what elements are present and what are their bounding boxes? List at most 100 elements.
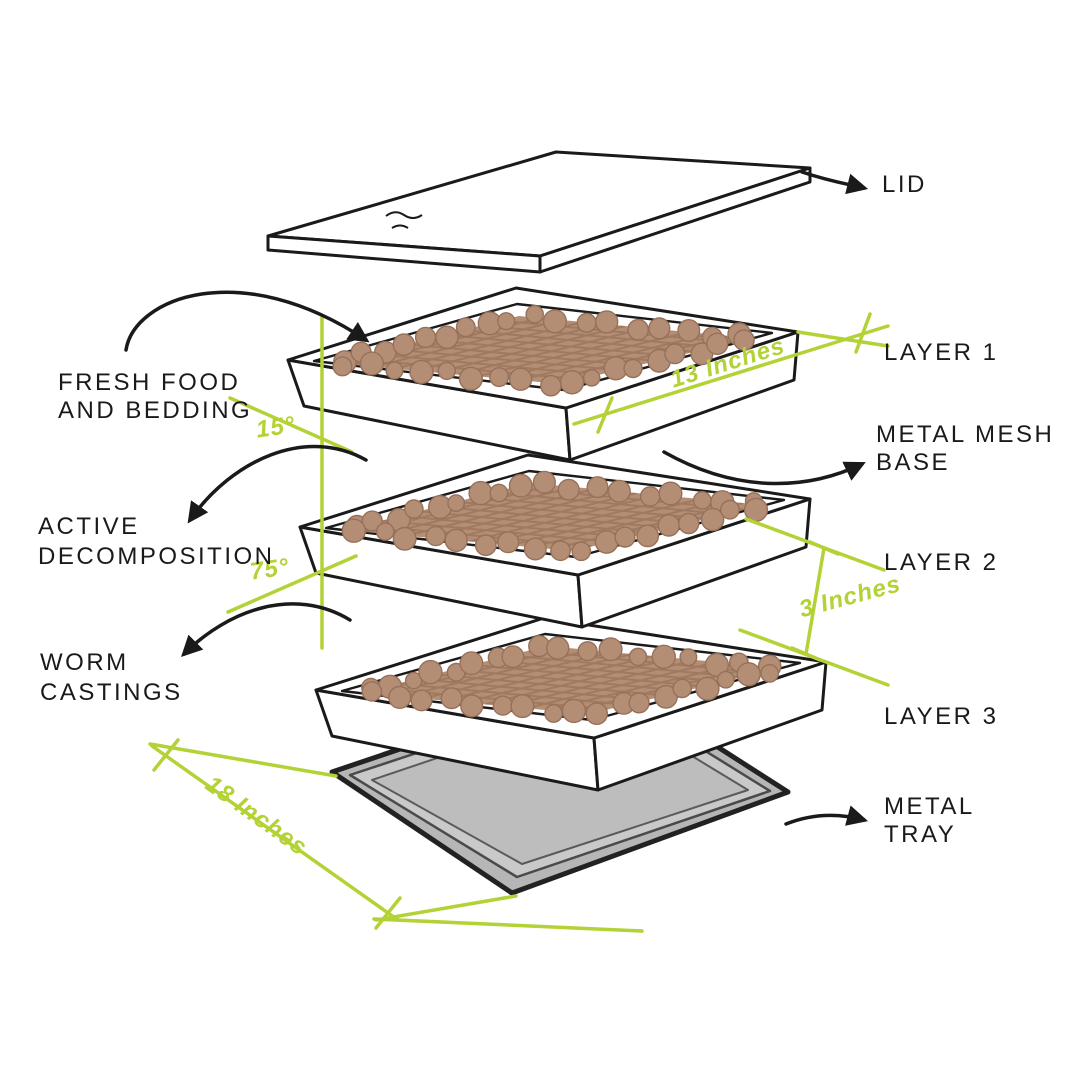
- soil-lump: [700, 507, 725, 532]
- soil-lump: [468, 480, 493, 506]
- soil-lump: [636, 524, 660, 548]
- soil-lump: [594, 530, 619, 554]
- worm-label-line1: WORM: [40, 649, 129, 676]
- worm-label-line2: CASTINGS: [40, 679, 183, 706]
- soil-lump: [658, 481, 683, 506]
- soil-lump: [435, 325, 459, 350]
- metal-tray-arrow: [784, 805, 869, 826]
- soil-lump: [672, 678, 693, 699]
- soil-lump: [719, 499, 740, 520]
- fresh-food-label-line2: AND BEDDING: [58, 397, 252, 424]
- dim-3-line: [804, 546, 826, 656]
- soil-lump: [404, 499, 424, 519]
- soil-lump: [540, 374, 562, 397]
- soil-lump: [375, 522, 395, 541]
- lid-scribble: [385, 211, 423, 219]
- soil-lump: [628, 692, 650, 714]
- dim-18-extension: [148, 742, 338, 778]
- soil-lump: [704, 652, 729, 677]
- soil-lump: [692, 491, 712, 510]
- soil-lump: [418, 659, 443, 685]
- layer3-tray: [314, 616, 828, 792]
- worm-castings-arrow: [181, 602, 352, 657]
- dim-18-extension: [374, 894, 518, 922]
- soil-lump: [664, 343, 686, 365]
- soil-lump: [733, 329, 755, 351]
- soil-lump: [571, 541, 592, 562]
- soil-lump: [679, 648, 698, 667]
- soil-lump: [497, 531, 520, 554]
- dimension-lines: [148, 312, 890, 933]
- soil-lump: [332, 356, 353, 377]
- dim-13-line: [572, 324, 890, 426]
- dim-13-tick: [596, 396, 614, 434]
- soil-lump: [474, 534, 497, 557]
- angle-15-line: [228, 396, 354, 454]
- soil-lump: [410, 689, 433, 712]
- soil-lump: [492, 695, 514, 716]
- soil-lump: [414, 326, 437, 349]
- soil-lump: [639, 486, 661, 507]
- dim-18-tick: [152, 738, 180, 772]
- lid-arrow: [800, 170, 869, 195]
- metal-mesh-label-line2: BASE: [876, 449, 950, 476]
- lid-label: LID: [882, 171, 927, 198]
- layer1-label: LAYER 1: [884, 339, 998, 366]
- annotation-arrows: [124, 170, 869, 826]
- soil-lump: [628, 647, 648, 667]
- dim-18-tick: [374, 896, 402, 930]
- soil-lump: [561, 698, 587, 724]
- soil-lump: [489, 367, 510, 388]
- soil-lump: [736, 662, 761, 687]
- fresh-food-arrow: [124, 290, 370, 352]
- layer2-label: LAYER 2: [884, 549, 998, 576]
- soil-lump: [550, 540, 571, 562]
- soil-lump: [489, 483, 509, 503]
- soil-lump: [760, 664, 779, 683]
- soil-lump: [508, 473, 533, 498]
- layer2-tray: [298, 453, 812, 629]
- soil-lump: [460, 694, 484, 718]
- dim-18-extension: [372, 917, 644, 933]
- soil-lump: [437, 361, 457, 381]
- metal-mesh-label-line1: METAL MESH: [876, 421, 1054, 448]
- soil-lump: [544, 704, 564, 723]
- layer3-label: LAYER 3: [884, 703, 998, 730]
- soil-lump: [455, 317, 476, 338]
- lid-scribble: [391, 224, 409, 229]
- angle-side-label: 75°: [248, 553, 291, 585]
- fresh-food-label-line1: FRESH FOOD: [58, 369, 240, 396]
- soil-lump: [385, 361, 404, 380]
- soil-lump: [595, 310, 619, 334]
- metal-mesh-arrow: [662, 450, 866, 486]
- soil-lump: [447, 494, 466, 512]
- dim-3-label: 3 Inches: [796, 570, 903, 623]
- soil-lump: [586, 476, 609, 499]
- soil-lump: [428, 494, 453, 520]
- active-decomposition-arrow: [187, 444, 368, 524]
- metal-tray-label-line1: METAL: [884, 793, 975, 820]
- soil-lump: [440, 687, 463, 710]
- soil-lump: [648, 317, 671, 340]
- soil-lump: [508, 367, 533, 391]
- layer1-tray: [286, 286, 800, 462]
- soil-lump: [497, 312, 516, 331]
- soil-lump: [677, 319, 701, 343]
- soil-lump: [557, 478, 580, 501]
- lid-right-edge: [538, 166, 812, 274]
- soil-lump: [501, 645, 525, 669]
- soil-lump: [607, 479, 631, 503]
- soil-lump: [525, 304, 544, 324]
- soil-lump: [458, 366, 483, 391]
- soil-lump: [585, 702, 609, 725]
- soil-lump: [361, 681, 383, 702]
- soil-lump: [459, 651, 484, 676]
- soil-lump: [523, 537, 547, 561]
- soil-lump: [706, 332, 729, 355]
- soil-lump: [576, 312, 597, 334]
- angle-75-line: [226, 554, 358, 614]
- soil-lump: [657, 514, 681, 537]
- soil-lump: [577, 641, 598, 662]
